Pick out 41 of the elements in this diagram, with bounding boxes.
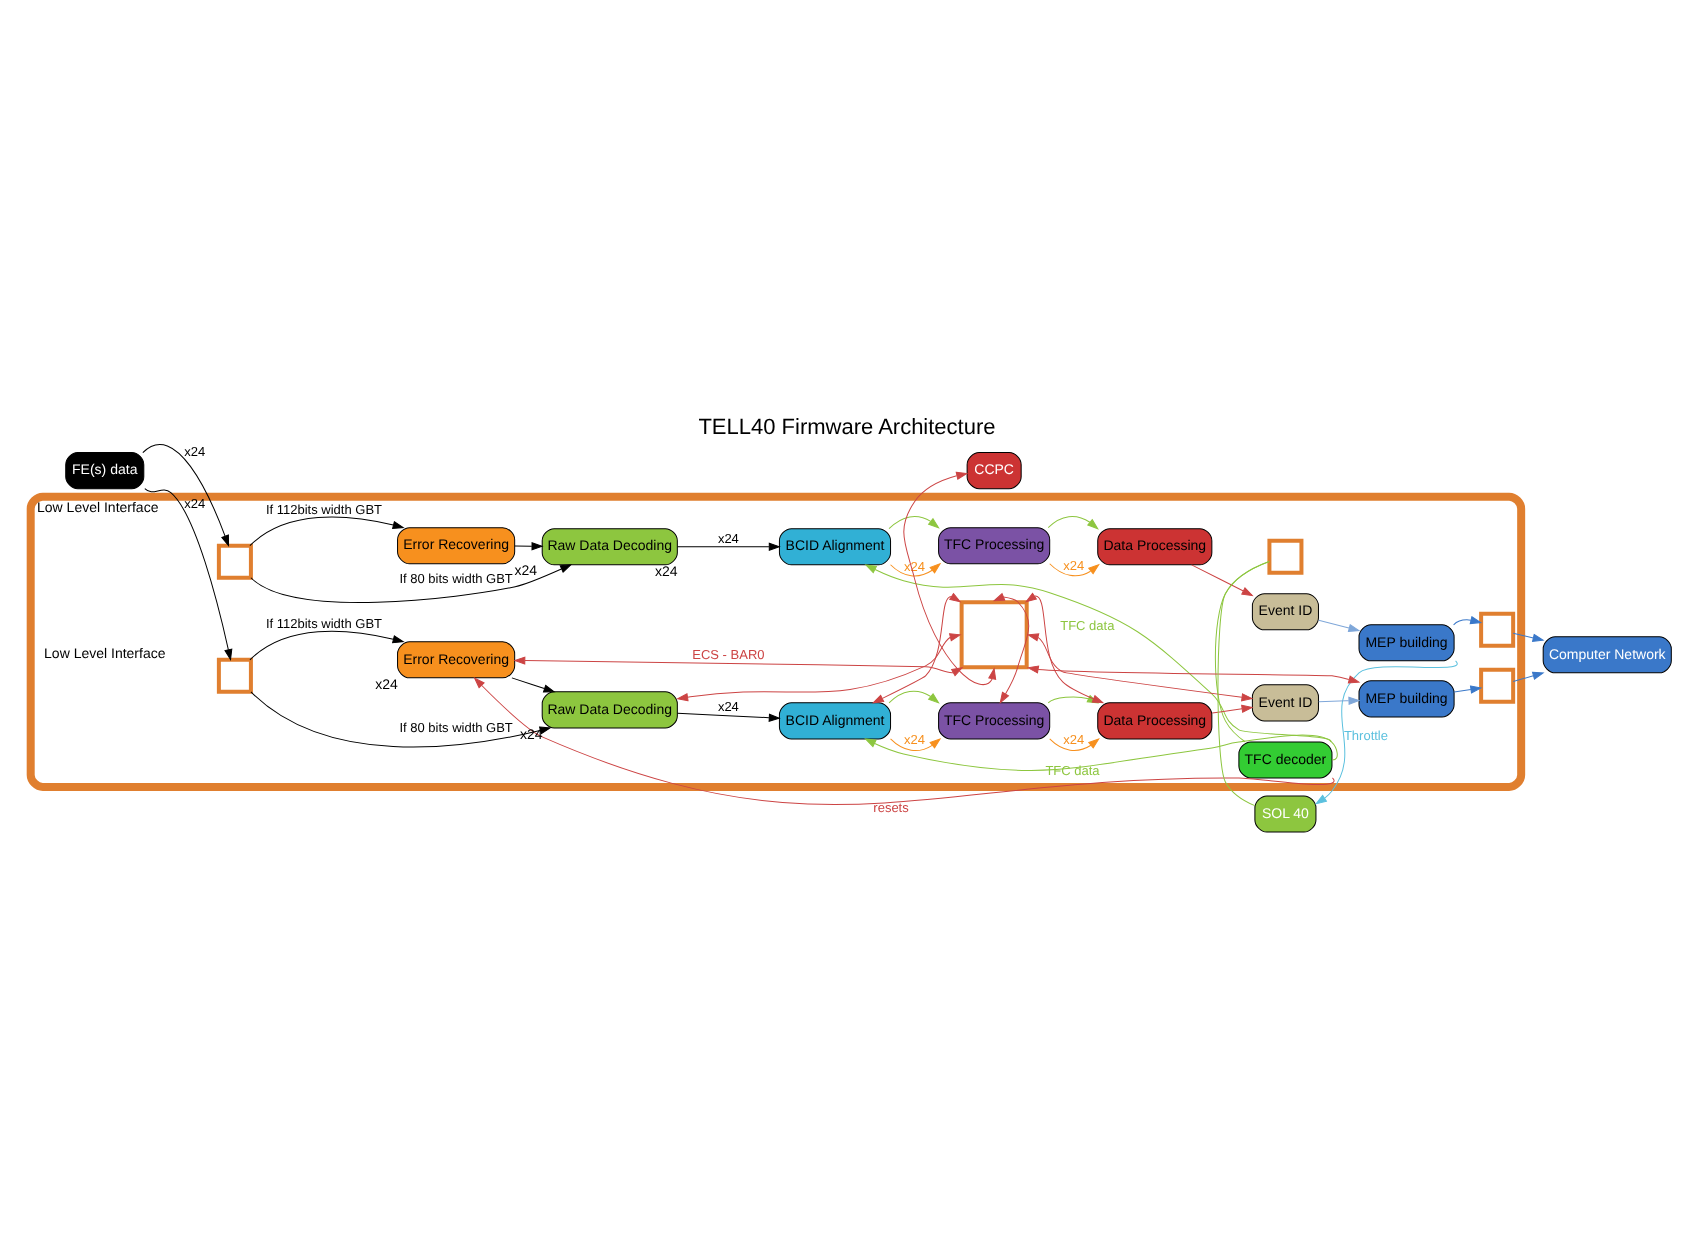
connector [1217,560,1270,806]
arrow [1512,631,1544,641]
node-box [216,656,253,693]
arrow [1318,618,1360,632]
arrow [890,737,941,751]
arrow [888,515,940,529]
arrow [1027,664,1360,683]
arrow [142,443,230,546]
node-box [216,542,253,579]
arrow [249,629,404,660]
arrow [872,592,961,703]
arrow [250,690,551,747]
arrow [1512,670,1544,682]
arrow [1049,562,1100,576]
arrow [890,562,941,576]
arrow [676,711,780,721]
arrow [511,676,555,692]
arrow [514,541,543,550]
arrow [677,632,961,701]
arrow [250,563,572,602]
arrow [514,655,963,676]
arrow [1191,563,1253,596]
node-box [1479,610,1516,647]
arrow [1318,695,1360,704]
node-box [959,599,1029,669]
arrow [1453,684,1482,693]
arrow [888,689,940,703]
arrow [474,676,1335,805]
arrow [993,592,1030,703]
arrow [144,487,233,660]
arrow [249,515,404,546]
arrow [865,733,1338,770]
diagram-title: TELL40 Firmware Architecture [698,414,996,439]
arrow [676,541,780,550]
node-box [1479,666,1516,703]
arrow [1453,615,1482,625]
arrow [1049,737,1100,750]
node-box [1267,537,1304,574]
arrow [903,470,997,684]
arrow [1047,515,1099,529]
arrow [1211,703,1253,713]
